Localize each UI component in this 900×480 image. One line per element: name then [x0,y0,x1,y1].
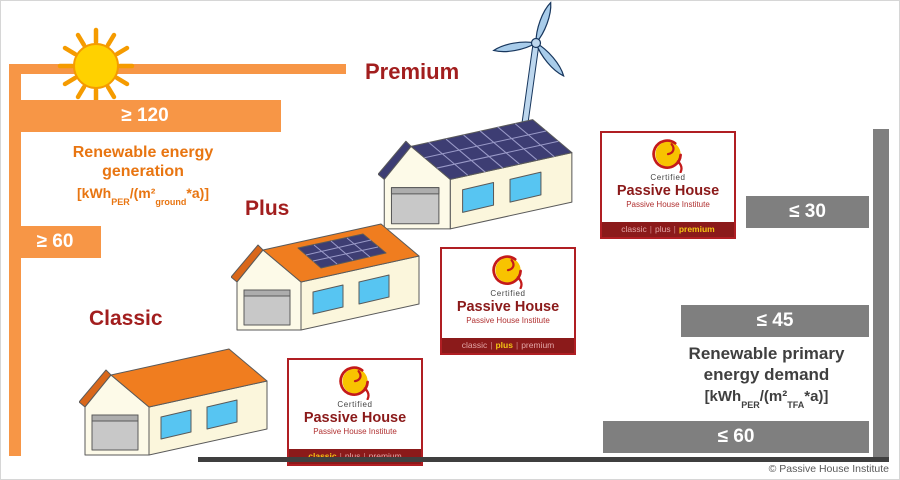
renewable-demand-caption: Renewable primary energy demand [kWhPER/… [649,343,884,412]
badge-certified-text: Certified [490,289,526,298]
plus-class-label: Plus [245,197,290,220]
passive-house-logo-icon [339,366,370,400]
demand-title-line2: energy demand [703,365,830,384]
demand-unit: [kWhPER/(m²TFA*a)] [704,388,829,410]
badge-class-strip: classic|plus|premium [602,222,734,237]
premium-house-illustration [378,119,573,230]
premium-class-label: Premium [365,59,460,84]
copyright-text: © Passive House Institute [768,463,889,475]
plus-house-illustration [231,223,420,331]
left-axis-vertical-line [9,64,21,456]
generation-bar-60: ≥ 60 [9,226,101,258]
solar-panel-grid [305,237,379,265]
renewable-generation-caption: Renewable energy generation [kWhPER/(m²g… [13,143,273,209]
classic-class-label: Classic [89,307,163,330]
solar-panel-grid [424,123,559,176]
badge-class-strip: classic|plus|premium [442,338,574,353]
demand-bar-45: ≤ 45 [681,305,869,337]
demand-bar-60: ≤ 60 [603,421,869,453]
badge-subtitle: Passive House Institute [313,427,397,436]
right-axis-vertical-line [873,129,889,457]
demand-title-line1: Renewable primary [688,344,845,363]
classic-house-illustration [79,348,268,456]
passive-house-logo-icon [492,255,523,289]
bottom-axis-line [198,457,889,462]
badge-title: Passive House [303,410,407,426]
wind-turbine-icon [492,1,565,124]
generation-title-line1: Renewable energy [72,144,214,161]
passive-house-logo-icon [652,139,683,173]
sun-icon [57,27,135,105]
badge-certified-text: Certified [650,173,686,182]
generation-title-line2: generation [102,163,184,180]
badge-certified-text: Certified [337,400,373,409]
demand-bar-30: ≤ 30 [746,196,869,228]
badge-title: Passive House [456,299,560,315]
generation-unit: [kWhPER/(m²ground*a)] [77,185,209,207]
certification-seal-classic: Certified Passive House Passive House In… [287,358,423,466]
certification-seal-premium: Certified Passive House Passive House In… [600,131,736,239]
left-axis-horizontal-line [9,64,346,74]
badge-subtitle: Passive House Institute [466,316,550,325]
badge-title: Passive House [616,183,720,199]
generation-bar-120: ≥ 120 [9,100,281,132]
badge-subtitle: Passive House Institute [626,200,710,209]
certification-seal-plus: Certified Passive House Passive House In… [440,247,576,355]
